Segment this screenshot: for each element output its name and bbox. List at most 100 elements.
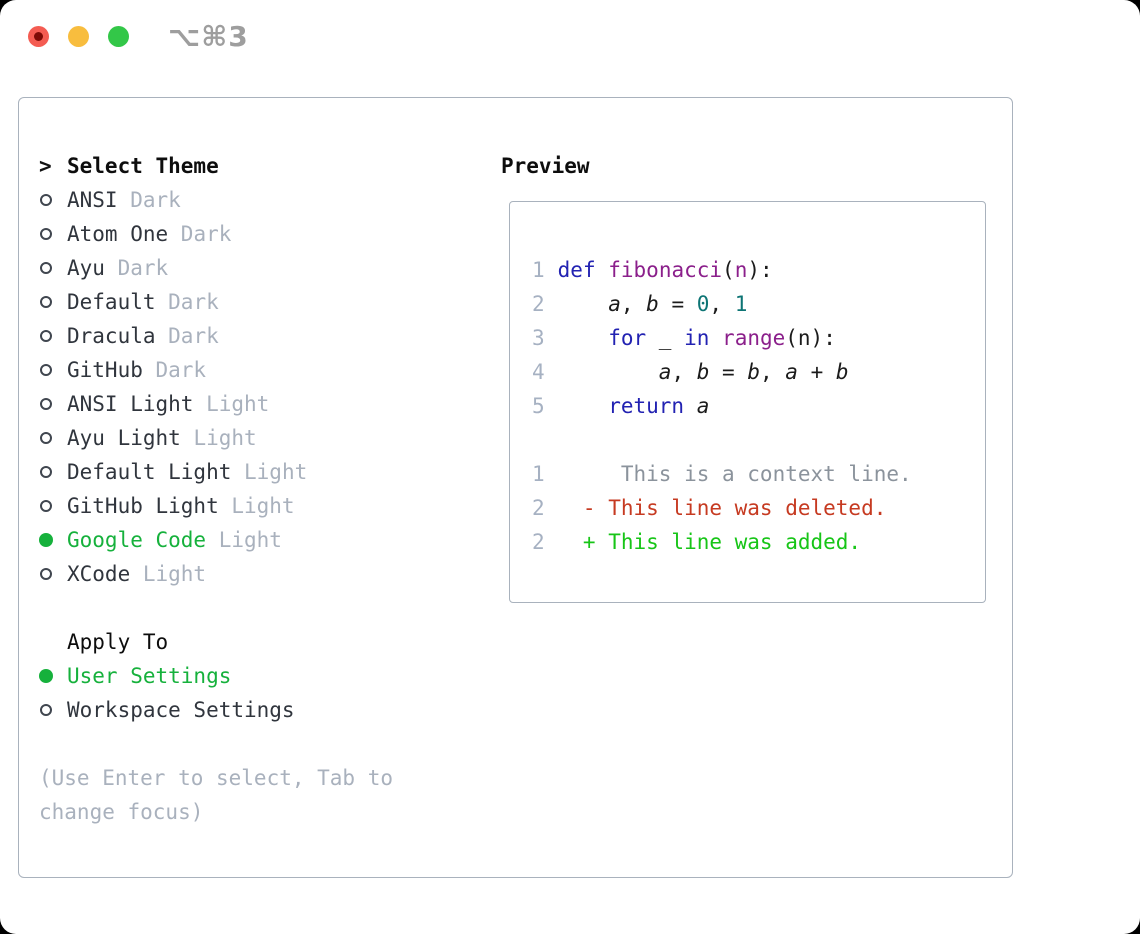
code-token-add: + This line was added. (545, 530, 862, 554)
radio-circle-icon (39, 228, 67, 240)
theme-option-ansi[interactable]: ANSI Dark (39, 183, 393, 217)
code-token-pl: = (709, 360, 748, 384)
selected-radio-icon (39, 669, 67, 683)
selected-radio-icon (39, 533, 67, 547)
code-token-pl (545, 326, 608, 350)
code-token-pl (545, 360, 659, 384)
radio-circle-icon (39, 364, 67, 376)
code-token-pl (684, 394, 697, 418)
code-token-pl: = (658, 292, 697, 316)
code-token-va: a (785, 360, 798, 384)
option-variant-label: Light (130, 562, 207, 586)
option-variant-label: Dark (168, 222, 232, 246)
code-token-pl: , (620, 292, 647, 316)
code-line (532, 423, 985, 457)
option-label: Workspace Settings (67, 698, 295, 722)
radio-circle-icon (39, 500, 67, 512)
radio-circle-icon (39, 704, 67, 716)
line-number: 2 (532, 292, 545, 316)
code-line: 1 def fibonacci(n): (532, 253, 985, 287)
code-token-va: a (608, 292, 621, 316)
option-label: XCode (67, 562, 131, 586)
apply-option-user-settings[interactable]: User Settings (39, 659, 393, 693)
radio-circle-icon (39, 466, 67, 478)
option-variant-label: Light (218, 494, 295, 518)
minimize-traffic-light[interactable] (68, 26, 89, 47)
code-token-va: a (658, 360, 672, 384)
theme-option-default-light[interactable]: Default Light Light (39, 455, 393, 489)
close-traffic-light[interactable] (28, 26, 49, 47)
code-token-va: b (747, 360, 760, 384)
apply-option-workspace-settings[interactable]: Workspace Settings (39, 693, 393, 727)
option-variant-label: Light (193, 392, 270, 416)
gap (39, 591, 393, 625)
help-hint-line-1: (Use Enter to select, Tab to (39, 766, 394, 790)
code-token-va: b (646, 292, 659, 316)
code-token-kw: def (557, 258, 596, 282)
option-label: ANSI Light (67, 392, 194, 416)
theme-option-atom-one[interactable]: Atom One Dark (39, 217, 393, 251)
line-number: 1 (532, 258, 545, 282)
help-hint-line-2: change focus) (39, 800, 204, 824)
code-token-pl: (n): (785, 326, 836, 350)
option-label: Default (67, 290, 156, 314)
theme-option-default[interactable]: Default Dark (39, 285, 393, 319)
option-label: User Settings (67, 664, 232, 688)
code-token-pl: , (760, 360, 786, 384)
code-token-fn: fibonacci (608, 258, 723, 282)
line-number: 2 (532, 496, 545, 520)
code-token-kw: return (608, 394, 685, 418)
line-number: 1 (532, 462, 545, 486)
option-variant-label: Dark (155, 290, 219, 314)
option-label: ANSI (67, 188, 118, 212)
code-line: 1 This is a context line. (532, 457, 985, 491)
theme-option-github-light[interactable]: GitHub Light Light (39, 489, 393, 523)
code-line: 2 a, b = 0, 1 (532, 287, 985, 321)
theme-option-dracula[interactable]: Dracula Dark (39, 319, 393, 353)
theme-option-github[interactable]: GitHub Dark (39, 353, 393, 387)
theme-option-google-code[interactable]: Google Code Light (39, 523, 393, 557)
code-token-pl: ( (722, 258, 735, 282)
code-token-pl: + (797, 360, 836, 384)
radio-circle-icon (39, 398, 67, 410)
option-label: Atom One (67, 222, 169, 246)
theme-option-ayu-light[interactable]: Ayu Light Light (39, 421, 393, 455)
code-token-ctx: This is a context line. (545, 462, 912, 486)
select-theme-header: > Select Theme (39, 149, 393, 183)
code-token-pl (709, 326, 722, 350)
code-line: 2 + This line was added. (532, 525, 985, 559)
line-number: 5 (532, 394, 545, 418)
radio-circle-icon (39, 262, 67, 274)
option-variant-label: Dark (155, 324, 219, 348)
code-token-pl: , (709, 292, 735, 316)
titlebar (28, 26, 148, 47)
code-token-va: a (696, 394, 710, 418)
radio-circle-icon (39, 568, 67, 580)
code-line: 4 a, b = b, a + b (532, 355, 985, 389)
code-token-pl: , (671, 360, 697, 384)
code-token-nu: 1 (734, 292, 748, 316)
option-variant-label: Dark (142, 358, 207, 382)
option-variant-label: Dark (117, 188, 181, 212)
theme-option-ansi-light[interactable]: ANSI Light Light (39, 387, 393, 421)
code-line: 3 for _ in range(n): (532, 321, 985, 355)
option-label: Ayu (67, 256, 105, 280)
zoom-traffic-light[interactable] (108, 26, 129, 47)
apply-to-header: Apply To (39, 625, 393, 659)
theme-option-xcode[interactable]: XCode Light (39, 557, 393, 591)
theme-option-ayu[interactable]: Ayu Dark (39, 251, 393, 285)
preview-title: Preview (501, 154, 590, 178)
code-line: 2 - This line was deleted. (532, 491, 985, 525)
code-token-del: - This line was deleted. (545, 496, 887, 520)
radio-circle-icon (39, 194, 67, 206)
option-label: GitHub Light (67, 494, 219, 518)
code-token-va: b (696, 360, 710, 384)
close-traffic-light-dot (34, 32, 43, 41)
